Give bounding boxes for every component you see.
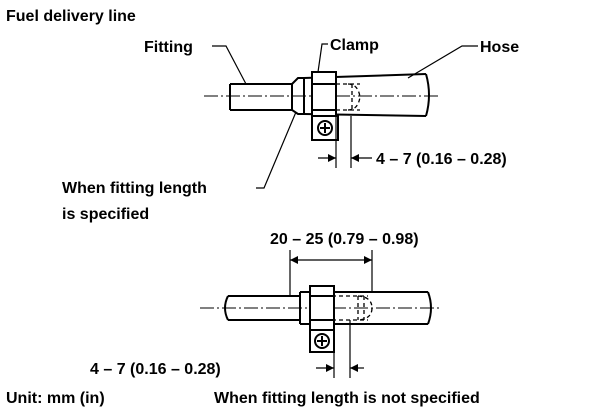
upper-assembly: 4 – 7 (0.16 – 0.28) Fitting Clamp Hose xyxy=(144,37,519,189)
upper-clamp xyxy=(311,71,339,141)
when-specified-line2: is specified xyxy=(62,206,149,223)
lower-length-label: 20 – 25 (0.79 – 0.98) xyxy=(270,231,419,248)
hose-label: Hose xyxy=(480,39,519,56)
lower-assembly: 20 – 25 (0.79 – 0.98) xyxy=(200,231,440,378)
lower-fitting-pipe xyxy=(224,295,300,321)
diagram-title: Fuel delivery line xyxy=(6,8,136,25)
upper-gap-label: 4 – 7 (0.16 – 0.28) xyxy=(376,151,507,168)
fitting-label: Fitting xyxy=(144,39,193,56)
clamp-leader xyxy=(317,43,328,73)
specified-leader xyxy=(256,111,297,189)
upper-fitting-pipe xyxy=(229,83,292,111)
unit-note: Unit: mm (in) xyxy=(6,390,105,407)
when-specified-line1: When fitting length xyxy=(62,180,207,197)
upper-gap-dimension xyxy=(318,116,372,168)
hose-leader xyxy=(407,45,478,79)
clamp-label: Clamp xyxy=(330,37,379,54)
lower-gap-dimension xyxy=(316,320,364,378)
lower-length-dimension xyxy=(289,250,373,296)
fitting-leader xyxy=(212,45,247,85)
screw-head-icon xyxy=(317,120,333,136)
upper-hidden-fitting-end xyxy=(336,83,361,111)
lower-clamp xyxy=(309,285,335,353)
when-not-specified-label: When fitting length is not specified xyxy=(214,390,480,407)
screw-head-icon xyxy=(314,333,330,349)
lower-gap-label: 4 – 7 (0.16 – 0.28) xyxy=(90,361,221,378)
